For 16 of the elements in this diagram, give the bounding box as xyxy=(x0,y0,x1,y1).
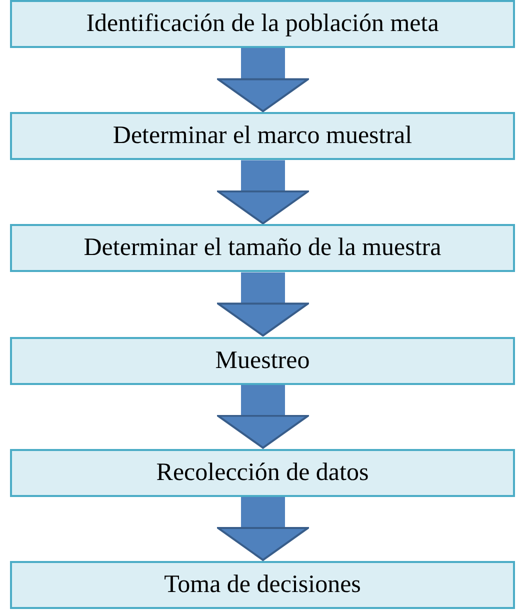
block-arrow xyxy=(217,48,309,112)
step-label: Determinar el marco muestral xyxy=(112,122,412,150)
step-label: Determinar el tamaño de la muestra xyxy=(84,234,442,262)
process-box xyxy=(10,0,515,48)
process-box xyxy=(10,224,515,272)
step-label: Muestreo xyxy=(215,346,310,375)
step-label: Identificación de la población meta xyxy=(86,10,439,38)
block-arrow xyxy=(217,384,309,449)
block-arrow xyxy=(217,272,309,337)
process-box xyxy=(10,561,515,609)
process-box xyxy=(10,448,515,497)
step-label: Toma de decisiones xyxy=(164,571,361,599)
process-box xyxy=(10,112,515,160)
step-label: Recolección de datos xyxy=(156,458,369,487)
block-arrow xyxy=(217,160,309,224)
process-box xyxy=(10,336,515,385)
